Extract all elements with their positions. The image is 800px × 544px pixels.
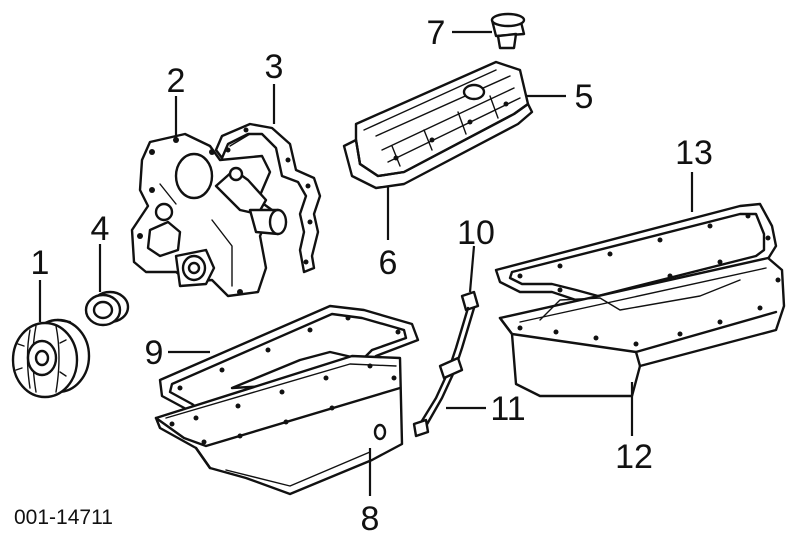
callout-11: 11 [490, 390, 525, 428]
crankshaft-seal [84, 290, 130, 327]
callout-6: 6 [379, 244, 398, 282]
callout-13: 13 [675, 134, 713, 172]
diagram-part-number: 001-14711 [14, 506, 113, 529]
crankshaft-pulley [11, 318, 91, 399]
valve-cover-gasket [342, 102, 534, 190]
callout-labels: 1 2 3 4 5 6 7 8 9 10 11 12 13 [31, 14, 713, 538]
callout-4: 4 [91, 210, 110, 248]
callout-2: 2 [167, 62, 186, 100]
oil-pan-right [498, 256, 786, 398]
callout-3: 3 [265, 48, 284, 86]
callout-9: 9 [145, 334, 164, 372]
callout-1: 1 [31, 244, 50, 282]
oil-dipstick-and-tube [412, 290, 480, 438]
timing-cover [130, 132, 288, 298]
callout-10: 10 [457, 214, 495, 252]
callout-8: 8 [361, 500, 380, 538]
callout-12: 12 [615, 438, 653, 476]
callout-7: 7 [427, 14, 446, 52]
oil-pan-left [154, 354, 404, 496]
leader-lines [38, 30, 694, 496]
callout-5: 5 [575, 78, 594, 116]
timing-cover-gasket [214, 122, 322, 274]
oil-filler-cap [490, 12, 526, 50]
